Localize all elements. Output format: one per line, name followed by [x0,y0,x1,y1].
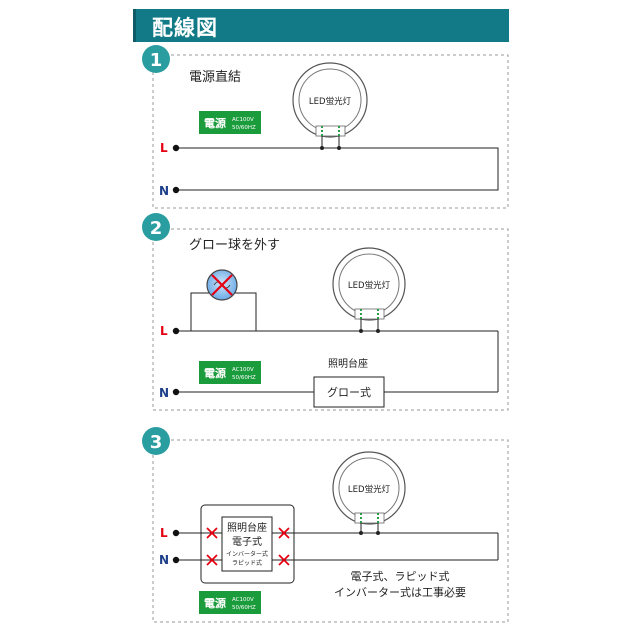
section-heading: グロー球を外す [189,238,280,253]
note-line-2: インバーター式は工事必要 [334,586,466,599]
terminal-n-label: N [159,184,169,198]
box-label-electronic: 電子式 [232,535,262,548]
step-number-badge [142,45,170,73]
power-badge: 電源 AC100V 50/60HZ [199,361,261,384]
terminal-n-dot [172,556,180,564]
terminal-n-dot [172,186,180,194]
power-spec-frequency: 50/60HZ [232,605,256,611]
power-spec-voltage: AC100V [232,117,254,123]
lamp-label: LED蛍光灯 [309,96,352,107]
step-number: 1 [150,50,163,71]
terminal-l-label: L [160,324,168,338]
box-label-rapid: ラピッド式 [232,559,262,567]
ballast-label: グロー式 [327,385,371,399]
power-spec-frequency: 50/60HZ [232,125,256,131]
section-2-frame [152,228,509,411]
page-title: 配線図 [152,16,218,40]
section-heading: 電源直結 [189,70,241,85]
section-2: 2 グロー球を外す LED蛍光灯 L N [142,213,509,411]
section-1: 1 電源直結 LED蛍光灯 電源 AC100V 50/60HZ L N [142,45,509,209]
led-ring-lamp: LED蛍光灯 [332,451,406,525]
power-label: 電源 [204,116,226,130]
step-number: 3 [150,432,163,453]
title-bar: 配線図 [133,9,509,42]
step-number-badge [142,213,170,241]
power-label: 電源 [204,366,226,380]
electronic-ballast-box [221,516,273,572]
glow-ballast-box [313,376,385,408]
terminal-l-label: L [160,141,168,155]
led-ring-lamp: LED蛍光灯 [332,247,406,321]
fixture-label: 照明台座 [328,357,368,370]
glow-starter-icon [206,269,238,301]
section-3: 3 LED蛍光灯 照明台座 電子式 インバーター式 ラピッド式 L N [142,427,509,623]
power-spec-voltage: AC100V [232,367,254,373]
power-label: 電源 [204,596,226,610]
box-label-fixture: 照明台座 [227,521,267,534]
power-badge: 電源 AC100V 50/60HZ [199,591,261,614]
section-3-frame [152,439,509,623]
lamp-label: LED蛍光灯 [348,484,391,495]
power-spec-voltage: AC100V [232,597,254,603]
box-label-inverter: インバーター式 [226,550,268,558]
terminal-l-dot [172,529,180,537]
terminal-n-label: N [159,553,169,567]
terminal-l-dot [172,144,180,152]
power-spec-frequency: 50/60HZ [232,375,256,381]
lamp-label: LED蛍光灯 [348,280,391,291]
terminal-l-label: L [160,526,168,540]
terminal-n-dot [172,388,180,396]
note-line-1: 電子式、ラピッド式 [351,570,450,583]
terminal-n-label: N [159,386,169,400]
step-number-badge [142,427,170,455]
power-badge: 電源 AC100V 50/60HZ [199,111,261,134]
cut-marks [206,527,290,566]
terminal-l-dot [172,327,180,335]
section-1-frame [152,54,509,209]
led-ring-lamp: LED蛍光灯 [292,62,368,138]
step-number: 2 [150,218,163,239]
